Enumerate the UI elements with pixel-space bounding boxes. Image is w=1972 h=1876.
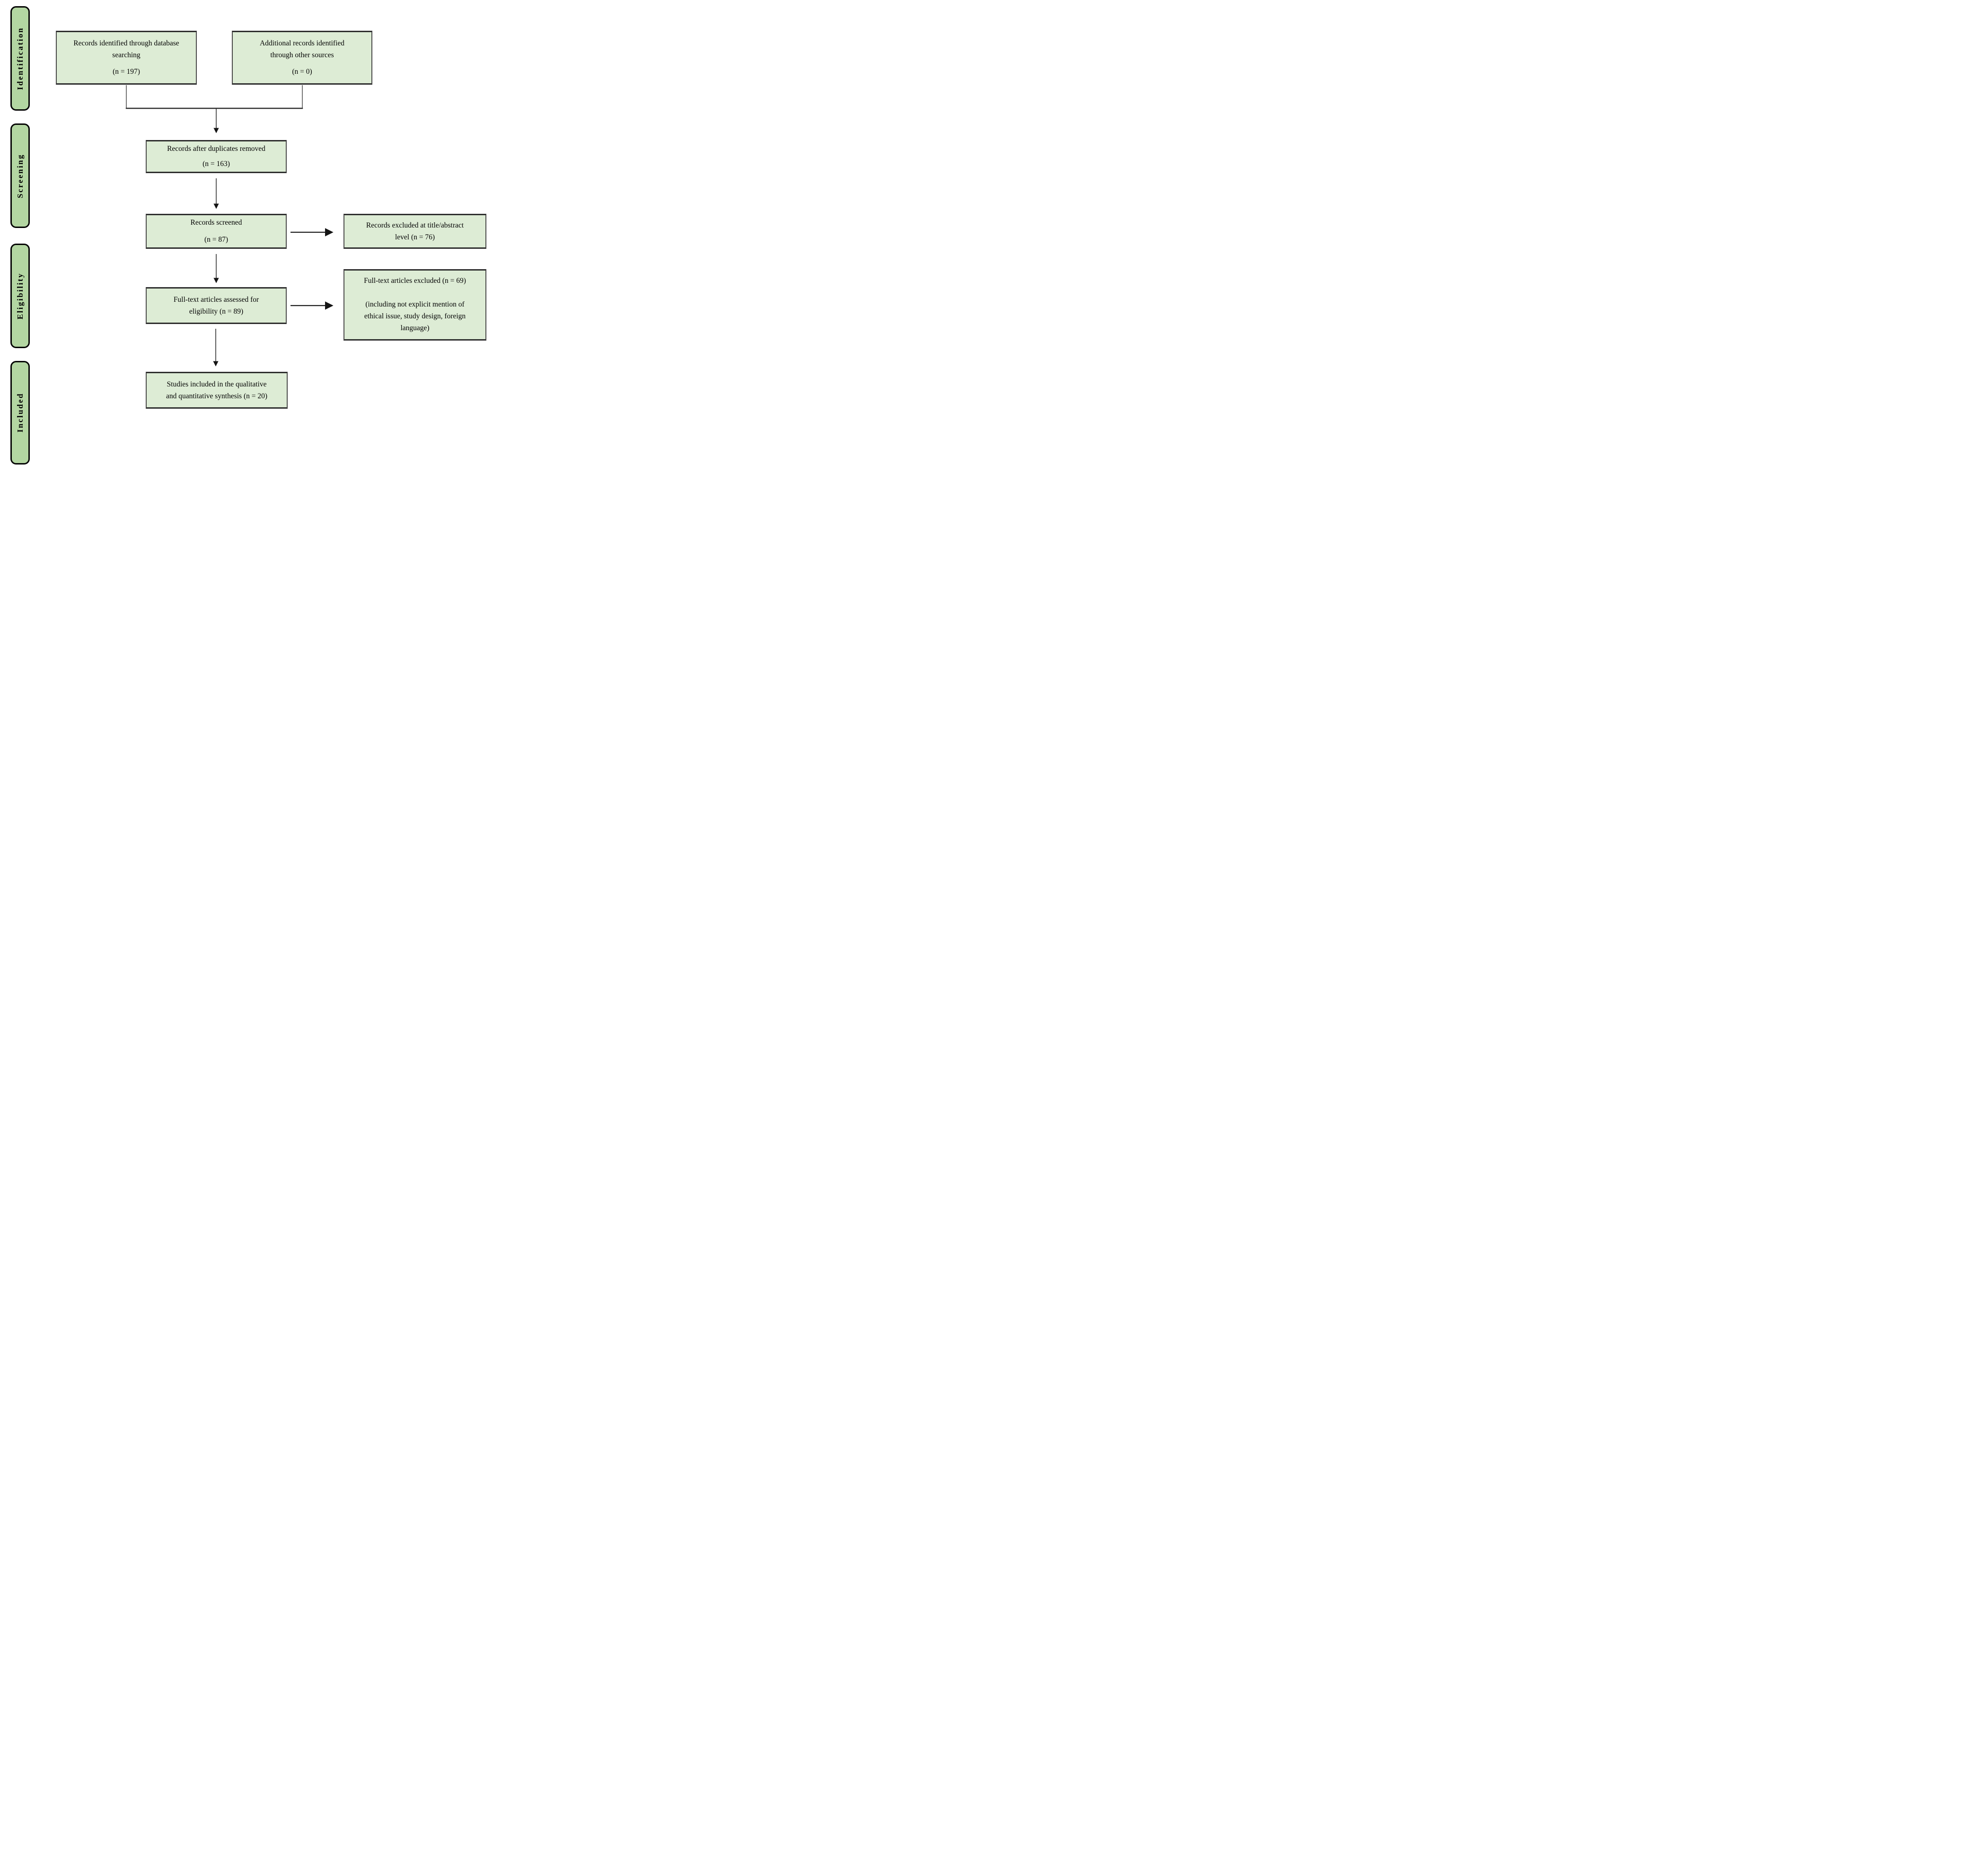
box-label-line: Records screened (190, 219, 242, 227)
box-records-after-duplicates: Records after duplicates removed (n = 16… (146, 140, 287, 173)
stage-label: Identification (15, 26, 25, 90)
box-fulltext-excluded: Full-text articles excluded (n = 69) (in… (343, 269, 486, 341)
box-count: (n = 0) (292, 68, 312, 76)
prisma-flow-diagram: Identification Screening Eligibility Inc… (0, 0, 493, 469)
box-label-line: Records excluded at title/abstract (366, 221, 464, 229)
box-count: (n = 87) (204, 236, 229, 244)
box-label-line: Additional records identified (259, 39, 345, 47)
box-label: Additional records identified through ot… (260, 37, 344, 61)
box-label-line: Studies included in the qualitative (167, 380, 267, 388)
box-label-line: ethical issue, study design, foreign (364, 312, 466, 320)
box-label-line: Full-text articles assessed for (173, 296, 259, 304)
box-label-line: searching (112, 51, 141, 59)
box-label-line: Records identified through database (73, 39, 179, 47)
box-exclusion-reasons: (including not explicit mention of ethic… (364, 298, 466, 334)
box-studies-included: Studies included in the qualitative and … (146, 372, 288, 409)
box-records-identified-db: Records identified through database sear… (56, 31, 197, 85)
box-records-excluded-title-abstract: Records excluded at title/abstract level… (343, 214, 486, 249)
box-label-line: level (n = 76) (395, 233, 435, 241)
box-count: (n = 163) (202, 160, 230, 168)
box-fulltext-assessed: Full-text articles assessed for eligibil… (146, 287, 287, 324)
box-label-line: eligibility (n = 89) (189, 307, 244, 316)
box-label-line: language) (400, 324, 430, 332)
stage-tab-included: Included (10, 361, 30, 465)
box-label-line: and quantitative synthesis (n = 20) (166, 392, 268, 400)
stage-tab-identification: Identification (10, 6, 30, 111)
box-label-line: Records after duplicates removed (167, 145, 265, 153)
box-label-line: Full-text articles excluded (n = 69) (364, 277, 466, 285)
stage-tab-eligibility: Eligibility (10, 244, 30, 348)
stage-label: Included (15, 393, 25, 433)
stage-tab-screening: Screening (10, 123, 30, 228)
stage-label: Eligibility (15, 272, 25, 320)
box-label-line: through other sources (270, 51, 334, 59)
box-label-line: (including not explicit mention of (365, 300, 465, 308)
stage-label: Screening (15, 153, 25, 198)
box-additional-records: Additional records identified through ot… (232, 31, 372, 85)
box-records-screened: Records screened (n = 87) (146, 214, 287, 249)
box-count: (n = 197) (113, 68, 140, 76)
box-label: Records identified through database sear… (73, 37, 179, 61)
